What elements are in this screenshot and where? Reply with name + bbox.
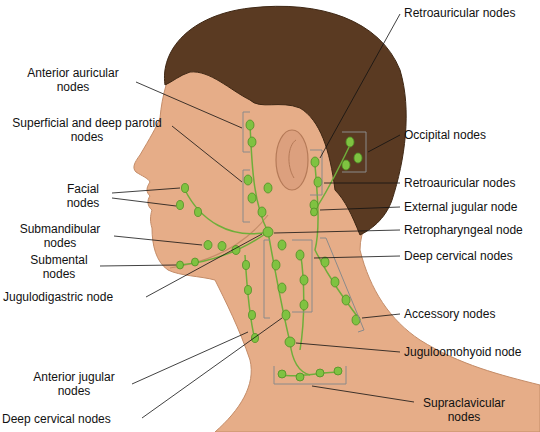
- node-label: Facial nodes: [58, 182, 108, 210]
- lymph-vessels: [180, 125, 360, 376]
- node-label: Anterior auricular nodes: [12, 66, 134, 94]
- lymph-nodes: [177, 120, 363, 381]
- node-label: Submandibular nodes: [10, 222, 110, 250]
- jawline: [170, 215, 268, 268]
- node-label: Accessory nodes: [404, 307, 495, 321]
- node-label: Retroauricular nodes: [404, 176, 515, 190]
- node-label: Occipital nodes: [404, 128, 486, 142]
- node-label: Retroauricular nodes: [404, 6, 515, 20]
- node-label: Juguloomohyoid node: [404, 345, 521, 359]
- hair: [164, 6, 406, 235]
- ear-fold: [289, 140, 296, 178]
- node-label: Deep cervical nodes: [404, 249, 513, 263]
- group-brackets: [243, 112, 366, 384]
- ear: [276, 130, 308, 190]
- node-label: Submental nodes: [20, 253, 98, 281]
- node-label: Superficial and deep parotid nodes: [2, 116, 172, 144]
- leader-lines: [100, 14, 414, 418]
- node-label: Anterior jugular nodes: [18, 370, 130, 398]
- node-label: Deep cervical nodes: [2, 412, 111, 426]
- node-label: Retropharyngeal node: [404, 223, 523, 237]
- node-label: Jugulodigastric node: [3, 290, 113, 304]
- node-label: External jugular node: [404, 200, 517, 214]
- node-label: Supraclavicular nodes: [416, 396, 512, 424]
